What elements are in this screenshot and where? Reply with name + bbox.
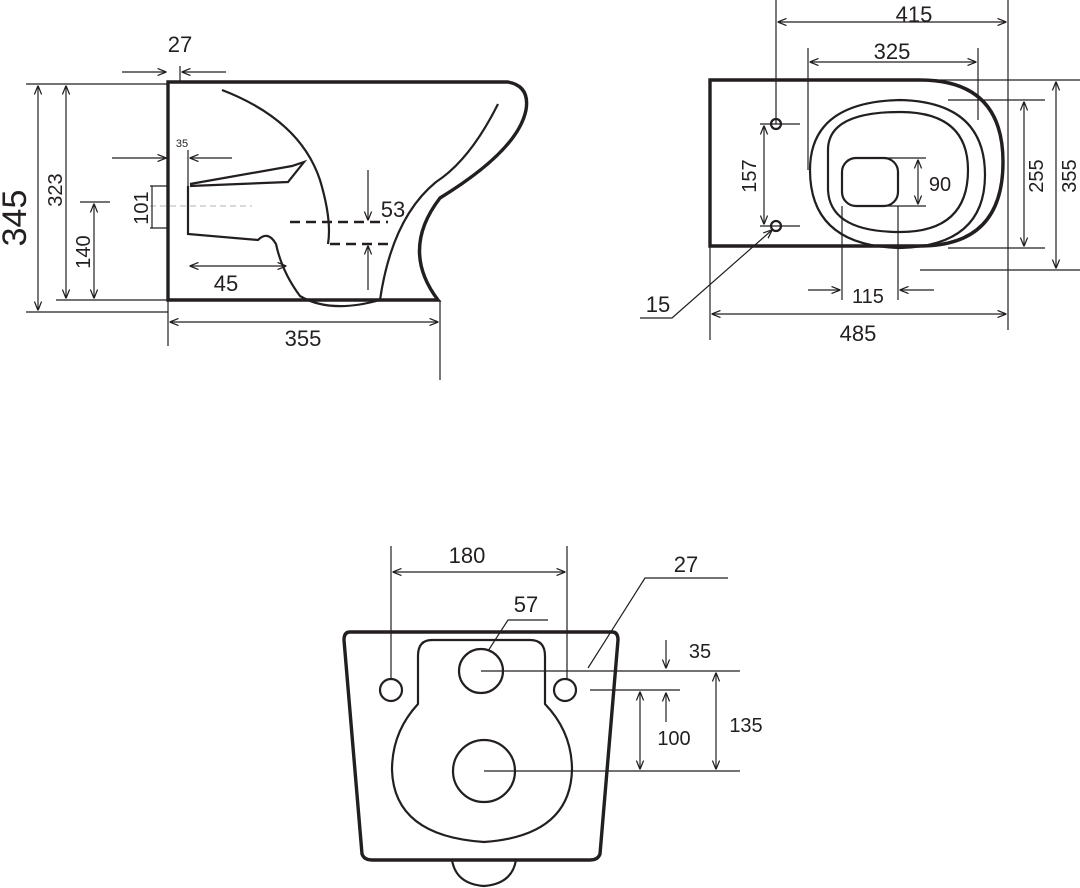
leader-top-hole-diameter <box>640 230 772 319</box>
side-wall-thickness-label: 27 <box>168 32 192 57</box>
leader-back-hole <box>587 577 728 669</box>
top-drain-size-label: 90 <box>929 174 951 196</box>
side-length-label: 355 <box>285 326 322 351</box>
top-width-label: 355 <box>1059 159 1080 192</box>
top-length-label: 485 <box>840 321 877 346</box>
top-bowl-outline <box>808 98 987 250</box>
side-inlet-pipe <box>189 159 308 188</box>
side-outlet-diameter-label: 101 <box>131 191 153 224</box>
back-inner-outline <box>390 638 574 844</box>
top-hole-distance-label: 157 <box>739 159 761 192</box>
side-rim-curve <box>378 103 499 301</box>
side-view: 345 323 140 101 27 35 45 53 355 <box>0 32 529 380</box>
back-inlet-diameter-label: 57 <box>514 592 538 617</box>
top-view: 415 325 157 90 255 355 15 115 485 <box>640 0 1080 346</box>
back-hole-left <box>378 677 404 703</box>
back-view: 180 57 27 35 100 135 <box>342 543 763 888</box>
top-drain <box>840 156 900 208</box>
leader-back-inlet <box>487 619 548 652</box>
side-body-outline <box>166 80 529 302</box>
top-inner-bowl <box>826 110 970 234</box>
top-rim-inner-label: 325 <box>874 39 911 64</box>
back-body-outline <box>342 630 620 862</box>
back-outlet-height-label: 135 <box>729 715 762 737</box>
side-water-level-label: 53 <box>381 197 405 222</box>
top-body-outline <box>708 78 1005 248</box>
back-center-distance-label: 100 <box>657 728 690 750</box>
side-height-outlet-label: 140 <box>73 235 95 268</box>
back-hole-diameter-label: 27 <box>674 552 698 577</box>
side-bowl-arc <box>221 88 331 245</box>
back-hole-spacing-label: 180 <box>449 543 486 568</box>
side-pipe-offset-label: 35 <box>176 138 188 150</box>
top-hole-diameter-label: 15 <box>646 292 670 317</box>
top-hole-spacing-label: 415 <box>896 2 933 27</box>
side-height-total-label: 345 <box>0 190 34 247</box>
back-hole-right <box>552 677 578 703</box>
top-drain-width-label: 115 <box>852 286 884 308</box>
top-bowl-width-label: 255 <box>1026 159 1048 192</box>
side-outlet-length-label: 45 <box>214 271 238 296</box>
side-ext-outlet-box <box>150 185 168 229</box>
back-inlet-offset-label: 35 <box>689 641 711 663</box>
back-foot <box>450 859 518 888</box>
side-outlet-pipe <box>186 186 381 308</box>
side-height-inner-label: 323 <box>45 173 67 206</box>
